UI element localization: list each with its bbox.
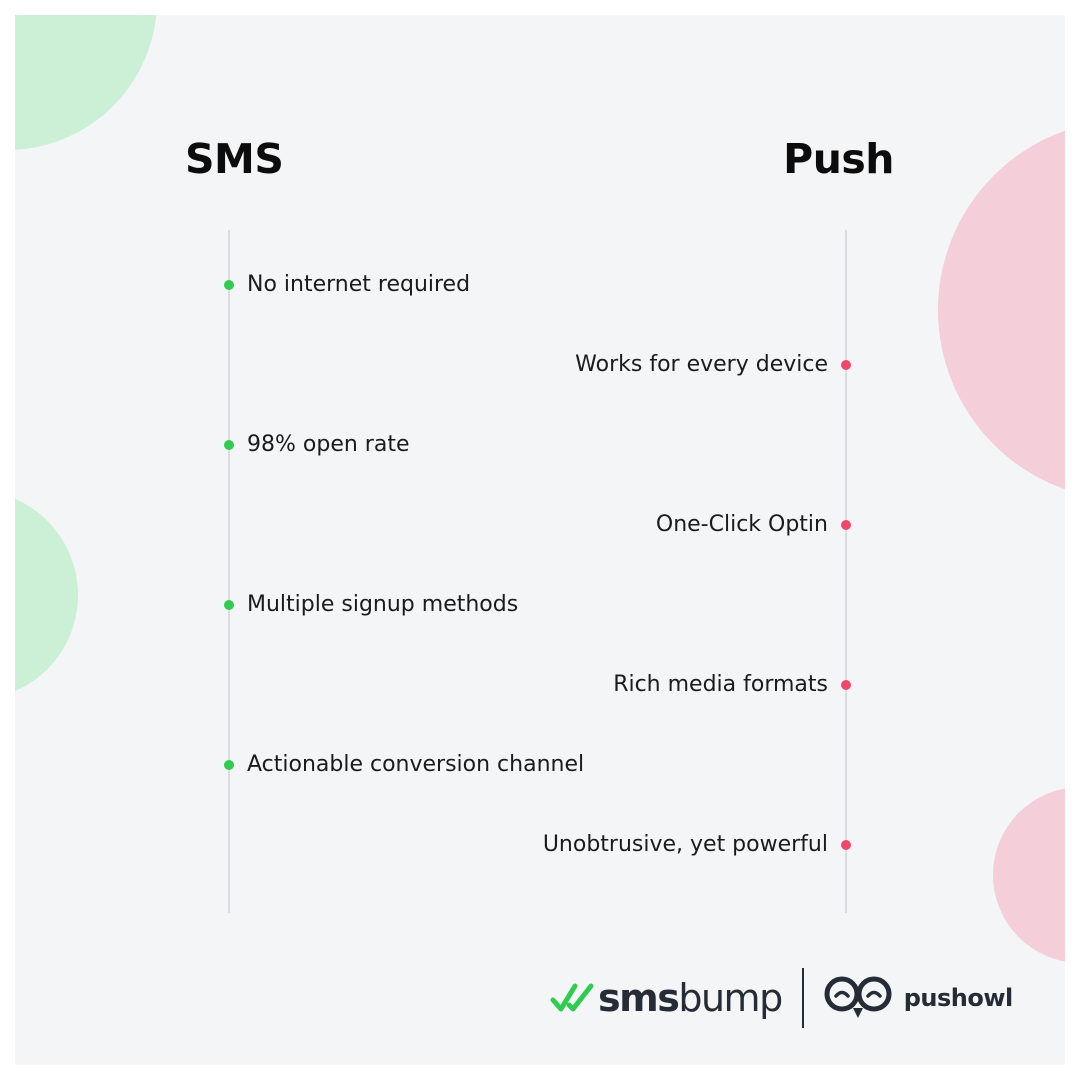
sms-feature-item: Multiple signup methods <box>247 592 519 617</box>
sms-feature-item: 98% open rate <box>247 432 410 457</box>
pushowl-logo: pushowl <box>824 974 1013 1022</box>
push-column-title: Push <box>783 135 894 183</box>
brand-footer: smsbump pushowl <box>550 967 1013 1029</box>
smsbump-wordmark-bold: sms <box>598 976 680 1020</box>
sms-column-title: SMS <box>185 135 284 183</box>
sms-bullet-dot <box>224 440 234 450</box>
push-bullet-dot <box>841 520 851 530</box>
smsbump-logo: smsbump <box>550 976 783 1020</box>
push-feature-item: Unobtrusive, yet powerful <box>542 832 828 857</box>
sms-feature-item: Actionable conversion channel <box>247 752 585 777</box>
push-timeline-line <box>845 230 847 913</box>
push-bullet-dot <box>841 680 851 690</box>
push-feature-item: Rich media formats <box>613 672 828 697</box>
smsbump-wordmark-light: bump <box>678 976 783 1020</box>
push-bullet-dot <box>841 360 851 370</box>
sms-bullet-dot <box>224 280 234 290</box>
pushowl-wordmark: pushowl <box>903 984 1014 1012</box>
sms-bullet-dot <box>224 760 234 770</box>
push-feature-item: Works for every device <box>575 352 828 377</box>
decorative-pink-circle-small <box>993 787 1065 963</box>
push-feature-item: One-Click Optin <box>655 512 828 537</box>
decorative-pink-circle-large <box>938 120 1065 500</box>
comparison-canvas: SMS Push No internet required 98% open r… <box>15 15 1065 1065</box>
decorative-green-circle-top <box>15 15 157 150</box>
sms-bullet-dot <box>224 600 234 610</box>
sms-feature-item: No internet required <box>247 272 471 297</box>
owl-icon <box>824 976 892 1018</box>
logo-divider <box>801 968 804 1028</box>
push-bullet-dot <box>841 840 851 850</box>
smsbump-wordmark: smsbump <box>598 976 783 1020</box>
double-check-icon <box>550 983 594 1012</box>
sms-timeline-line <box>228 230 230 913</box>
decorative-green-circle-middle <box>15 490 78 700</box>
